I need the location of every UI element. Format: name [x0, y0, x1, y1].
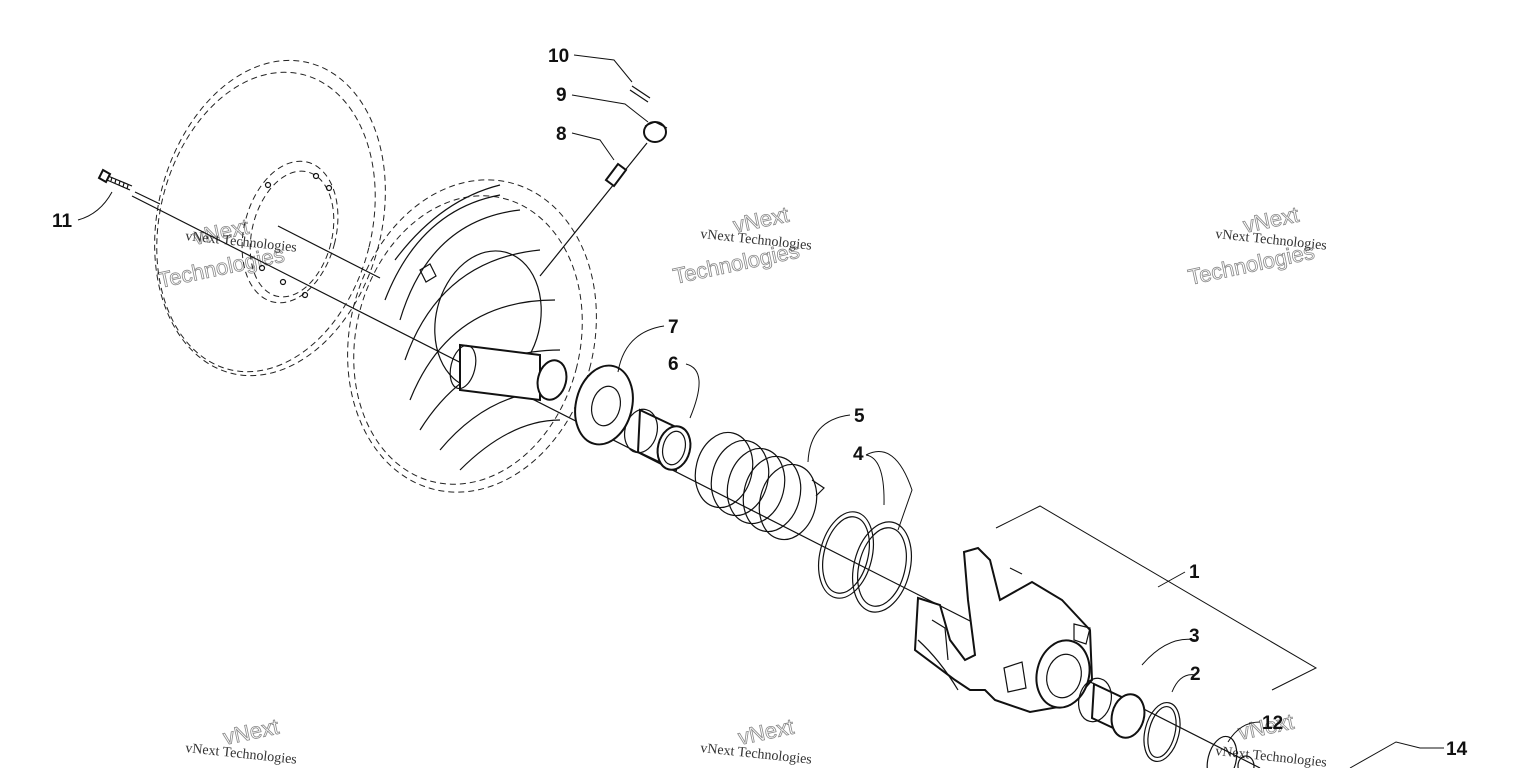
- fixed-sheave-dashed: [154, 59, 386, 377]
- bushing-part-3: [1077, 677, 1146, 739]
- callout-14: 14: [1446, 739, 1468, 760]
- callout-11: 11: [52, 211, 73, 232]
- callout-8: 8: [556, 124, 567, 145]
- parts-12-14-partial: [1206, 735, 1255, 768]
- bushing-part-6: [623, 408, 692, 472]
- leader-12: [1227, 721, 1261, 743]
- leader-7: [617, 325, 665, 373]
- roller-part-9: [539, 121, 668, 277]
- snap-ring-part-2: [1143, 702, 1181, 762]
- leader-5: [807, 414, 851, 463]
- snap-rings-part-4: [818, 511, 912, 613]
- callout-1: 1: [1189, 562, 1200, 583]
- leader-1: [1157, 571, 1186, 588]
- bracket-part-1: [995, 505, 1318, 691]
- sheave-bracket: [419, 263, 437, 283]
- leader-14: [1349, 741, 1444, 768]
- callout-12: 12: [1262, 713, 1283, 734]
- bolt-part-11: [97, 168, 161, 205]
- pin-part-8: [604, 162, 628, 188]
- watermark-top-center: vNext Technologies vNext Technologies: [670, 201, 812, 289]
- leader-9: [571, 94, 649, 123]
- leader-2: [1171, 674, 1197, 693]
- pin-part-10: [629, 85, 651, 103]
- watermark-top-right: vNext Technologies vNext Technologies: [1185, 201, 1327, 290]
- callout-7: 7: [668, 317, 679, 338]
- watermark-company: vNext Technologies: [1215, 744, 1328, 768]
- callout-9: 9: [556, 85, 567, 106]
- leader-3: [1141, 638, 1197, 666]
- moveable-sheave: [277, 179, 597, 493]
- callout-6: 6: [668, 354, 679, 375]
- leader-10: [573, 54, 633, 83]
- callout-5: 5: [854, 406, 865, 427]
- leader-4: [865, 451, 913, 531]
- callout-10: 10: [548, 46, 569, 67]
- leader-8: [571, 132, 615, 161]
- callout-4: 4: [853, 444, 864, 465]
- leader-6: [685, 363, 700, 419]
- watermark-big-vnext: vNext: [736, 714, 796, 750]
- watermark-bottom-center: vNext vNext Technologies: [700, 713, 813, 767]
- callout-3: 3: [1189, 626, 1200, 647]
- leader-11: [77, 191, 113, 221]
- watermark-top-left: vNext Technologies vNext Technologies: [155, 213, 297, 293]
- cam-assembly-part-1: [913, 546, 1094, 714]
- callout-2: 2: [1190, 664, 1201, 685]
- washer-part-7: [574, 364, 634, 446]
- watermark-big-vnext: vNext: [221, 714, 281, 750]
- spring-part-5: [694, 431, 825, 541]
- watermark-bottom-left: vNext vNext Technologies: [185, 713, 298, 767]
